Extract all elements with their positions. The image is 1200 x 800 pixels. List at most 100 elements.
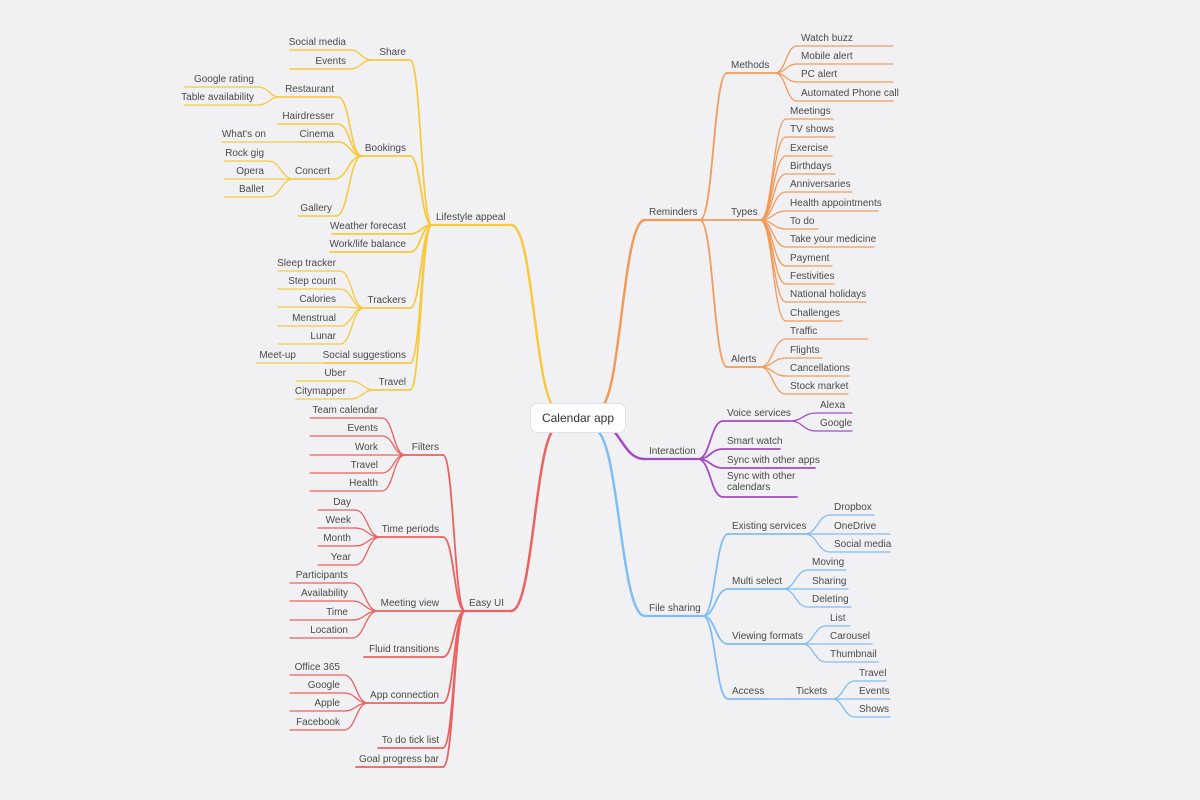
leaf-app-connection[interactable]: Apple	[314, 698, 340, 709]
leaf-ticket[interactable]: Events	[859, 686, 890, 697]
leaf-viewing-format[interactable]: List	[830, 613, 846, 624]
leaf-type[interactable]: Festivities	[790, 271, 835, 282]
leaf-type[interactable]: Take your medicine	[790, 234, 877, 245]
leaf-concert[interactable]: Rock gig	[225, 148, 264, 159]
node-weather-forecast[interactable]: Weather forecast	[330, 221, 406, 232]
leaf-type[interactable]: TV shows	[790, 124, 834, 135]
leaf-time-period[interactable]: Day	[333, 497, 351, 508]
leaf-filter[interactable]: Work	[354, 442, 378, 453]
leaf-multi-select[interactable]: Deleting	[812, 594, 849, 605]
leaf-existing-service[interactable]: Social media	[834, 539, 892, 550]
node-alerts[interactable]: Alerts	[731, 354, 757, 365]
node-existing-services[interactable]: Existing services	[732, 521, 807, 532]
leaf-type[interactable]: Exercise	[790, 143, 829, 154]
branch-easy-ui[interactable]: Easy UI	[469, 598, 505, 609]
leaf-ticket[interactable]: Shows	[859, 704, 890, 715]
node-travel[interactable]: Travel	[378, 377, 406, 388]
leaf-meeting-view[interactable]: Availability	[300, 588, 348, 599]
leaf-type[interactable]: Payment	[790, 253, 830, 264]
leaf-time-period[interactable]: Month	[323, 533, 351, 544]
leaf-existing-service[interactable]: OneDrive	[834, 521, 877, 532]
node-social-suggestions[interactable]: Social suggestions	[322, 350, 406, 361]
leaf-cinema[interactable]: What's on	[221, 129, 266, 140]
leaf-filter[interactable]: Health	[349, 478, 378, 489]
leaf-filter[interactable]: Team calendar	[312, 405, 378, 416]
branch-reminders[interactable]: Reminders	[649, 207, 698, 218]
leaf-alert[interactable]: Cancellations	[790, 363, 851, 374]
leaf-time-period[interactable]: Week	[325, 515, 351, 526]
leaf-voice-service[interactable]: Google	[820, 418, 853, 429]
node-restaurant[interactable]: Restaurant	[285, 84, 334, 95]
leaf-voice-service[interactable]: Alexa	[820, 400, 846, 411]
leaf-share[interactable]: Events	[315, 56, 346, 67]
node-meeting-view[interactable]: Meeting view	[380, 598, 439, 609]
leaf-time-period[interactable]: Year	[330, 552, 351, 563]
leaf-concert[interactable]: Ballet	[238, 184, 264, 195]
node-gallery[interactable]: Gallery	[300, 203, 332, 214]
node-methods[interactable]: Methods	[731, 60, 770, 71]
leaf-tracker[interactable]: Menstrual	[292, 313, 336, 324]
node-access[interactable]: Access	[732, 686, 765, 697]
leaf-method[interactable]: PC alert	[801, 69, 838, 80]
leaf-travel[interactable]: Citymapper	[294, 386, 346, 397]
node-app-connection[interactable]: App connection	[370, 690, 439, 701]
node-hairdresser[interactable]: Hairdresser	[282, 111, 334, 122]
branch-file-sharing[interactable]: File sharing	[649, 603, 701, 614]
leaf-alert[interactable]: Traffic	[790, 326, 818, 337]
leaf-share[interactable]: Social media	[288, 37, 346, 48]
leaf-app-connection[interactable]: Google	[307, 680, 340, 691]
leaf-type[interactable]: Meetings	[790, 106, 831, 117]
node-work-life-balance[interactable]: Work/life balance	[329, 239, 406, 250]
node-fluid-transitions[interactable]: Fluid transitions	[368, 644, 439, 655]
leaf-restaurant[interactable]: Google rating	[193, 74, 254, 85]
node-share[interactable]: Share	[379, 47, 406, 58]
node-concert[interactable]: Concert	[294, 166, 330, 177]
node-goal-progress-bar[interactable]: Goal progress bar	[358, 754, 439, 765]
leaf-viewing-format[interactable]: Thumbnail	[830, 649, 877, 660]
leaf-meeting-view[interactable]: Participants	[295, 570, 348, 581]
node-smart-watch[interactable]: Smart watch	[727, 436, 783, 447]
leaf-ticket[interactable]: Travel	[859, 668, 887, 679]
leaf-method[interactable]: Mobile alert	[801, 51, 853, 62]
leaf-method[interactable]: Automated Phone call	[801, 88, 899, 99]
leaf-concert[interactable]: Opera	[236, 166, 264, 177]
branch-interaction[interactable]: Interaction	[649, 446, 696, 457]
node-trackers[interactable]: Trackers	[367, 295, 406, 306]
node-sync-other-apps[interactable]: Sync with other apps	[727, 455, 820, 466]
leaf-filter[interactable]: Travel	[350, 460, 378, 471]
leaf-type[interactable]: Anniversaries	[790, 179, 851, 190]
node-time-periods[interactable]: Time periods	[381, 524, 439, 535]
node-cinema[interactable]: Cinema	[299, 129, 334, 140]
leaf-app-connection[interactable]: Office 365	[294, 662, 340, 673]
leaf-type[interactable]: To do	[790, 216, 815, 227]
node-voice-services[interactable]: Voice services	[727, 408, 791, 419]
node-tickets[interactable]: Tickets	[796, 686, 828, 697]
branch-lifestyle-appeal[interactable]: Lifestyle appeal	[436, 212, 506, 223]
leaf-tracker[interactable]: Sleep tracker	[277, 258, 336, 269]
node-sync-other-calendars[interactable]: Sync with other calendars	[727, 471, 796, 493]
leaf-method[interactable]: Watch buzz	[801, 33, 853, 44]
root-node[interactable]: Calendar app	[530, 404, 626, 432]
node-todo-tick-list[interactable]: To do tick list	[381, 735, 439, 746]
node-viewing-formats[interactable]: Viewing formats	[732, 631, 803, 642]
leaf-multi-select[interactable]: Moving	[812, 557, 845, 568]
leaf-app-connection[interactable]: Facebook	[296, 717, 340, 728]
leaf-travel[interactable]: Uber	[324, 368, 346, 379]
leaf-type[interactable]: Birthdays	[790, 161, 832, 172]
leaf-tracker[interactable]: Lunar	[310, 331, 336, 342]
leaf-meet-up[interactable]: Meet-up	[259, 350, 296, 361]
leaf-filter[interactable]: Events	[347, 423, 378, 434]
leaf-multi-select[interactable]: Sharing	[812, 576, 847, 587]
leaf-type[interactable]: Health appointments	[790, 198, 882, 209]
leaf-viewing-format[interactable]: Carousel	[830, 631, 871, 642]
leaf-type[interactable]: National holidays	[790, 289, 867, 300]
leaf-restaurant[interactable]: Table availability	[181, 92, 254, 103]
leaf-existing-service[interactable]: Dropbox	[834, 502, 872, 513]
leaf-tracker[interactable]: Step count	[288, 276, 336, 287]
node-multi-select[interactable]: Multi select	[732, 576, 783, 587]
leaf-tracker[interactable]: Calories	[299, 294, 336, 305]
leaf-meeting-view[interactable]: Time	[326, 607, 348, 618]
leaf-alert[interactable]: Flights	[790, 345, 820, 356]
node-filters[interactable]: Filters	[411, 442, 439, 453]
leaf-meeting-view[interactable]: Location	[310, 625, 348, 636]
